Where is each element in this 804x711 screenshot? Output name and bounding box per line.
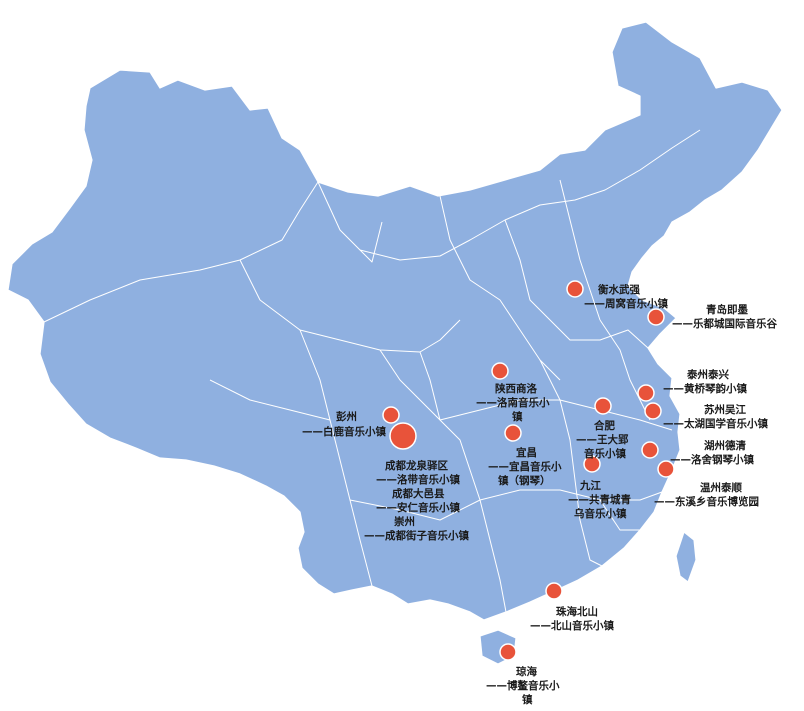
- label-zhuhai-line-0: 珠海北山: [556, 605, 598, 618]
- label-chengdu-line-1: ——洛带音乐小镇: [376, 473, 460, 486]
- label-qionghai-line-0: 琼海: [516, 665, 537, 678]
- label-chengdu-line-4: 崇州: [394, 515, 415, 528]
- marker-dot-qionghai[interactable]: [499, 643, 517, 661]
- label-yichang-line-1: ——宜昌音乐小: [488, 460, 562, 473]
- label-hefei-line-0: 合肥: [593, 419, 615, 432]
- label-huzhou-line-1: ——洛舍钢琴小镇: [670, 453, 754, 466]
- label-jiujiang-line-1: ——共青城青: [568, 493, 631, 506]
- label-chengdu-line-3: ——安仁音乐小镇: [376, 501, 460, 514]
- label-qingdao: 青岛即墨 ——乐都城国际音乐谷: [672, 303, 777, 330]
- label-yichang: 宜昌 ——宜昌音乐小 镇（钢琴）: [488, 446, 565, 487]
- label-qingdao-line-1: ——乐都城国际音乐谷: [672, 317, 777, 330]
- label-suzhou: 苏州吴江 ——太湖国学音乐小镇: [663, 403, 768, 430]
- label-qingdao-line-0: 青岛即墨: [706, 303, 748, 316]
- label-taizhou-line-0: 泰州泰兴: [686, 368, 729, 381]
- label-yichang-line-2: 镇（钢琴）: [498, 474, 551, 487]
- label-shaanxi-line-0: 陕西商洛: [495, 382, 537, 395]
- marker-dot-qingdao[interactable]: [647, 308, 665, 326]
- label-pengzhou-line-1: ——白鹿音乐小镇: [302, 425, 386, 438]
- labels-layer: 衡水武强 ——周窝音乐小镇 青岛即墨 ——乐都城国际音乐谷 陕西商洛 ——洛南音…: [302, 283, 777, 706]
- label-jiujiang-line-0: 九江: [579, 479, 601, 492]
- marker-dot-huzhou[interactable]: [641, 441, 659, 459]
- label-chengdu-line-2: 成都大邑县: [392, 487, 445, 500]
- label-shaanxi-line-1: ——洛南音乐小: [476, 396, 550, 409]
- marker-dot-zhuhai[interactable]: [545, 582, 563, 600]
- label-zhuhai: 珠海北山 ——北山音乐小镇: [530, 605, 614, 632]
- marker-dot-hefei[interactable]: [594, 397, 612, 415]
- label-pengzhou-line-0: 彭州: [336, 410, 357, 423]
- label-zhuhai-line-1: ——北山音乐小镇: [530, 619, 614, 632]
- marker-dot-shaanxi[interactable]: [491, 362, 509, 380]
- label-chengdu-line-5: ——成都街子音乐小镇: [364, 529, 469, 542]
- label-taizhou-line-1: ——黄桥琴韵小镇: [663, 382, 747, 395]
- label-hefei: 合肥 ——王大郢 音乐小镇: [576, 419, 632, 460]
- marker-dot-pengzhou[interactable]: [382, 406, 400, 424]
- label-suzhou-line-0: 苏州吴江: [704, 403, 746, 416]
- marker-dot-yichang[interactable]: [504, 424, 522, 442]
- label-hefei-line-2: 音乐小镇: [584, 447, 626, 460]
- taiwan-island: [675, 530, 697, 583]
- label-qionghai: 琼海 ——博鳌音乐小 镇: [486, 665, 563, 706]
- label-shaanxi-line-2: 镇: [512, 410, 523, 423]
- label-pengzhou: 彭州 ——白鹿音乐小镇: [302, 410, 386, 438]
- label-huzhou-line-0: 湖州德清: [704, 439, 746, 452]
- marker-dot-wenzhou[interactable]: [657, 460, 675, 478]
- label-qionghai-line-2: 镇: [522, 693, 533, 706]
- label-huzhou: 湖州德清 ——洛舍钢琴小镇: [670, 439, 754, 466]
- marker-dot-chengdu[interactable]: [389, 422, 417, 450]
- label-wenzhou: 温州泰顺 ——东溪乡音乐博览园: [654, 481, 759, 508]
- marker-dot-jiujiang[interactable]: [583, 455, 601, 473]
- label-chengdu: 成都龙泉驿区 ——洛带音乐小镇 成都大邑县 ——安仁音乐小镇 崇州 ——成都街子…: [364, 459, 469, 542]
- label-chengdu-line-0: 成都龙泉驿区: [385, 459, 448, 472]
- label-wenzhou-line-0: 温州泰顺: [700, 481, 742, 494]
- label-jiujiang-line-2: 乌音乐小镇: [574, 507, 627, 520]
- marker-dot-taizhou[interactable]: [637, 384, 655, 402]
- markers-layer: [382, 280, 675, 661]
- label-hengshui: 衡水武强 ——周窝音乐小镇: [584, 283, 668, 310]
- label-jiujiang: 九江 ——共青城青 乌音乐小镇: [568, 479, 635, 520]
- label-hengshui-line-0: 衡水武强: [598, 283, 640, 296]
- label-hefei-line-1: ——王大郢: [576, 433, 629, 446]
- label-shaanxi: 陕西商洛 ——洛南音乐小 镇: [476, 382, 553, 423]
- label-yichang-line-0: 宜昌: [516, 446, 537, 459]
- label-taizhou: 泰州泰兴 ——黄桥琴韵小镇: [663, 368, 747, 395]
- label-hengshui-line-1: ——周窝音乐小镇: [584, 297, 668, 310]
- marker-dot-suzhou[interactable]: [644, 402, 662, 420]
- label-wenzhou-line-1: ——东溪乡音乐博览园: [654, 495, 759, 508]
- label-qionghai-line-1: ——博鳌音乐小: [486, 679, 560, 692]
- province-borders: [43, 129, 701, 613]
- marker-dot-hengshui[interactable]: [566, 280, 584, 298]
- label-suzhou-line-1: ——太湖国学音乐小镇: [663, 417, 768, 430]
